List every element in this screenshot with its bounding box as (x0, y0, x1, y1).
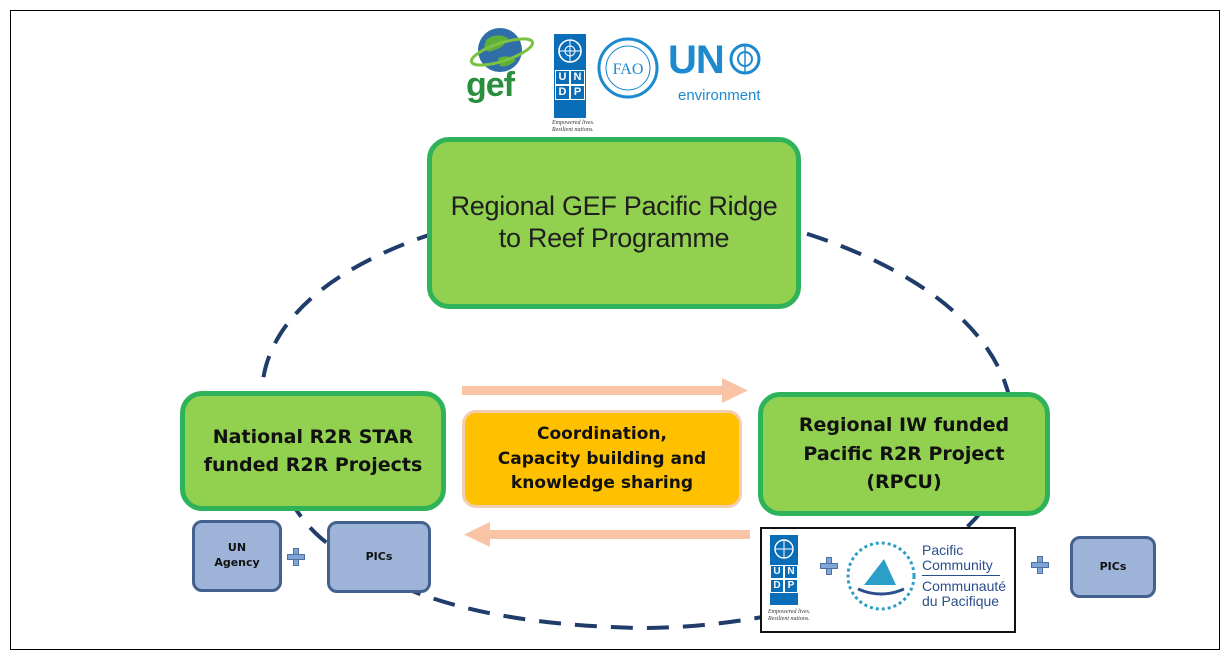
tagline-line: Resilient nations. (552, 126, 594, 133)
tagline-line: Empowered lives. (768, 609, 811, 615)
pics-right-label: PICs (1099, 559, 1127, 573)
un-env-wordmark: UN (668, 38, 725, 82)
undp-logo-small: U N D P (770, 535, 798, 605)
pc-line: Pacific (922, 542, 964, 558)
pics-left-label: PICs (365, 549, 393, 563)
un-agency-node: UN Agency (192, 520, 282, 592)
undp-letter: D (770, 579, 784, 593)
spc-emblem-icon (846, 541, 916, 611)
regional-project-label: Regional IW funded Pacific R2R Project (… (798, 414, 1010, 494)
fao-logo-icon: FAO (597, 37, 659, 99)
plus-icon (1031, 556, 1049, 574)
un-emblem-icon (774, 539, 794, 559)
regional-project-node: Regional IW funded Pacific R2R Project (… (758, 392, 1050, 516)
undp-letter: D (555, 85, 570, 100)
plus-icon (820, 557, 838, 575)
divider (922, 575, 1000, 576)
un-emblem-icon (558, 39, 582, 63)
tagline-line: Empowered lives. (552, 120, 595, 126)
programme-node: Regional GEF Pacific Ridge to Reef Progr… (427, 137, 801, 309)
undp-tagline: Empowered lives. Resilient nations. (552, 120, 594, 133)
programme-label: Regional GEF Pacific Ridge to Reef Progr… (450, 191, 778, 253)
undp-letter: U (555, 70, 570, 85)
rpcu-partner-logos: U N D P Empowered lives. Resilient natio… (760, 527, 1016, 633)
un-environment-emblem-icon (729, 43, 761, 75)
cycle-dashed-ring (260, 228, 1015, 631)
undp-tagline: Empowered lives. Resilient nations. (768, 609, 810, 622)
gef-globe-icon (469, 28, 535, 72)
coordination-node: Coordination, Capacity building and know… (462, 410, 742, 508)
national-projects-label: National R2R STAR funded R2R Projects (203, 425, 423, 477)
national-projects-node: National R2R STAR funded R2R Projects (180, 391, 446, 511)
undp-letter: N (570, 70, 585, 85)
coordination-label: Coordination, Capacity building and know… (497, 424, 707, 494)
pacific-community-label: Pacific Community (922, 543, 993, 572)
un-env-label: environment (678, 87, 761, 104)
partner-logos: gef U N D P Empowered lives. Resilient n… (462, 20, 772, 140)
arrow-right (462, 378, 748, 403)
tagline-line: Resilient nations. (768, 615, 810, 622)
communaute-label: Communauté du Pacifique (922, 579, 1006, 608)
un-agency-label: UN Agency (214, 541, 260, 569)
undp-letter: P (784, 579, 798, 593)
pc-line: Communauté (922, 578, 1007, 594)
gef-wordmark: gef (466, 66, 515, 104)
undp-letter: P (570, 85, 585, 100)
fao-letters: FAO (613, 61, 644, 78)
undp-letter: N (784, 565, 798, 579)
pc-line: Community (922, 556, 993, 573)
undp-logo: U N D P (554, 34, 586, 118)
pc-line: du Pacifique (922, 592, 1000, 609)
plus-icon (287, 548, 305, 566)
pics-left-node: PICs (327, 521, 431, 593)
undp-letter: U (770, 565, 784, 579)
arrow-left (464, 522, 750, 547)
pics-right-node: PICs (1070, 536, 1156, 598)
